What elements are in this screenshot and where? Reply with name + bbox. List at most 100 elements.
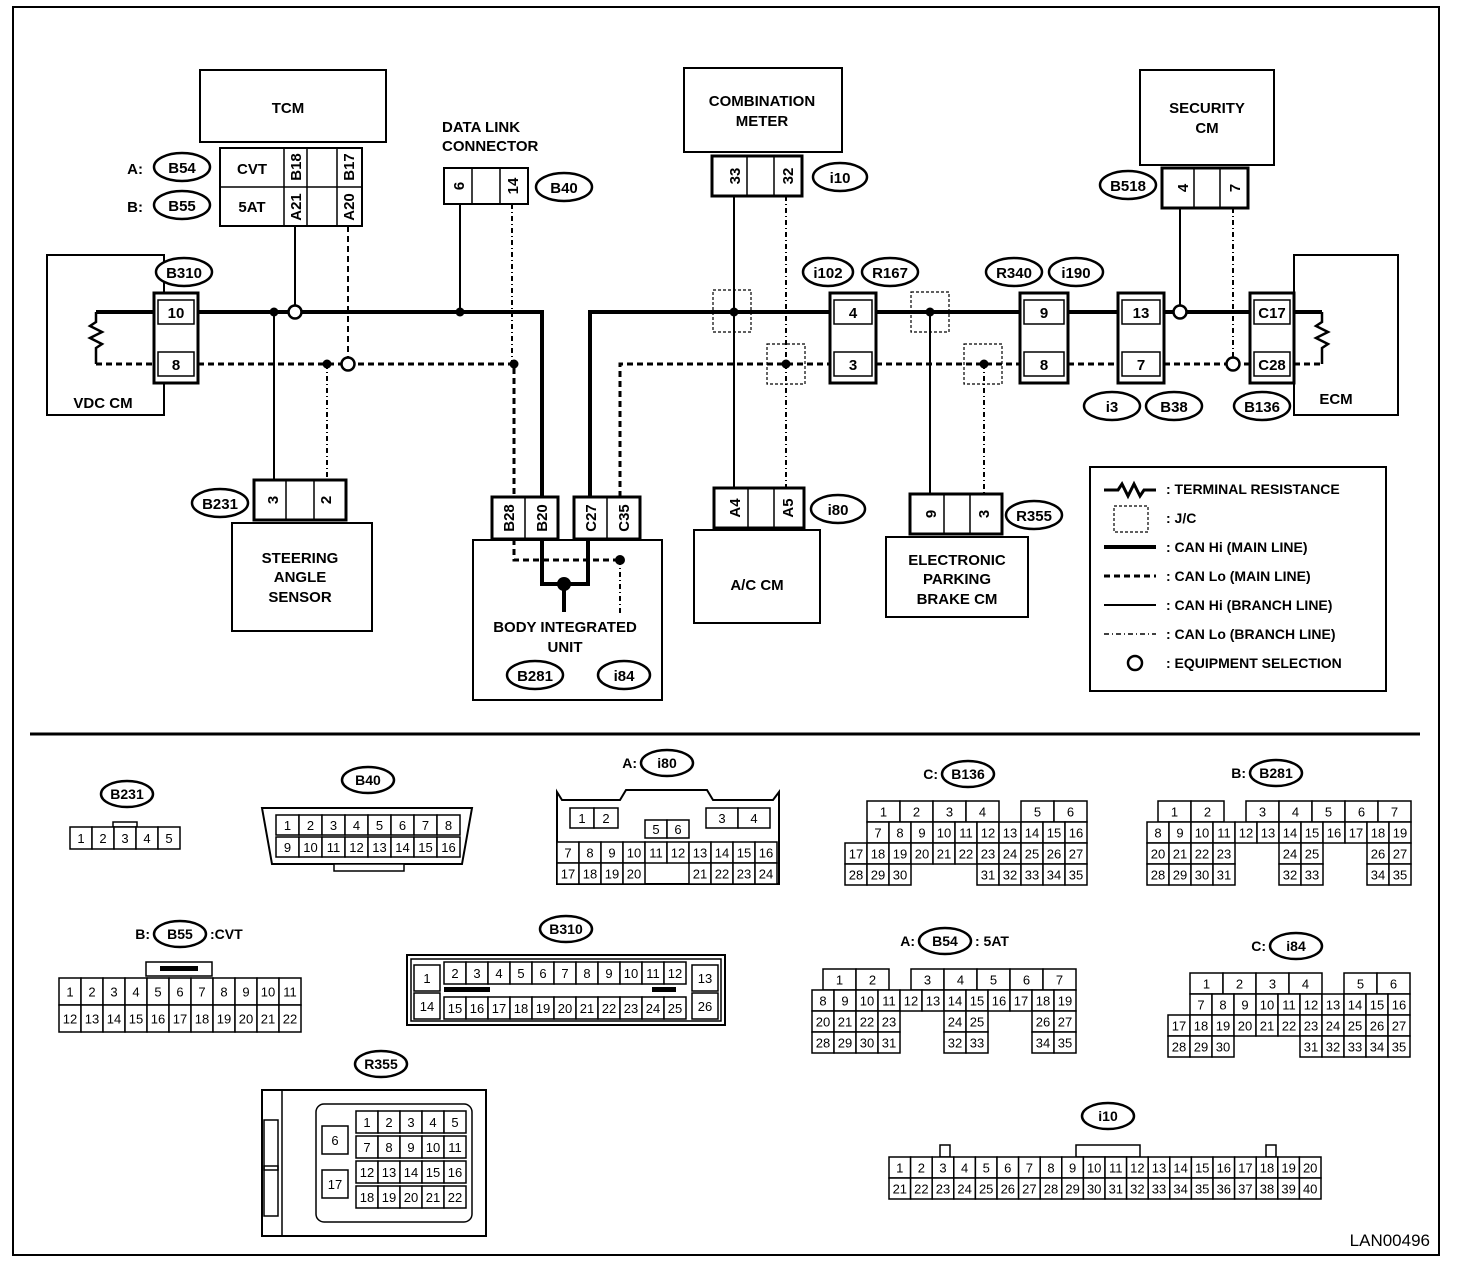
j3-conn-b38: B38 [1160, 399, 1188, 416]
view-b54-pin-33-label: 33 [970, 1036, 984, 1051]
view-b54-pin-8-label: 8 [819, 994, 826, 1009]
view-b54-pin-1-label: 1 [836, 973, 843, 988]
combination-meter-box [683, 67, 843, 153]
tcm-type-cvt: CVT [237, 161, 267, 178]
view-b281-pin-32-label: 32 [1283, 868, 1297, 883]
view-b310-badge [538, 914, 594, 944]
view-i10-pin-6-label: 6 [1004, 1161, 1011, 1176]
view-b310-pin-26-cell [691, 992, 719, 1020]
tcm-pin-a20: A20 [341, 193, 358, 221]
view-r355-pin-11-label: 11 [448, 1140, 462, 1155]
meter-pin-33: 33 [727, 168, 744, 185]
view-r355-pin-12-label: 12 [360, 1165, 374, 1180]
view-b55-pin-18-label: 18 [195, 1012, 209, 1027]
view-b54-pin-10-label: 10 [860, 994, 874, 1009]
security-connector [1160, 166, 1250, 210]
view-b281-pin-23-label: 23 [1217, 847, 1231, 862]
view-i80-pin-13-label: 13 [693, 846, 707, 861]
view-b310-pin-11-label: 11 [646, 966, 660, 981]
view-i84-pin-28-label: 28 [1172, 1040, 1186, 1055]
view-i80-pin-6-cell [666, 819, 690, 839]
view-b55-pin-5-label: 5 [154, 985, 161, 1000]
view-i84-pin-9-label: 9 [1241, 998, 1248, 1013]
view-i84-prefix: C: [1251, 938, 1266, 954]
view-b281-pin-16-label: 16 [1327, 826, 1341, 841]
ac-conn-id: i80 [828, 502, 849, 519]
view-b40-pin-14-label: 14 [395, 840, 409, 855]
view-b54-id: B54 [932, 933, 958, 949]
view-r355-pin-18-label: 18 [360, 1190, 374, 1205]
view-i80-pin-2-label: 2 [602, 811, 609, 826]
view-b310-pin-24-label: 24 [646, 1001, 660, 1016]
view-b40-pin-12-label: 12 [349, 840, 363, 855]
view-i84-pin-31-label: 31 [1304, 1040, 1318, 1055]
view-i84-pin-30-cell [1211, 1035, 1235, 1058]
view-b40-pin-4-label: 4 [353, 818, 360, 833]
view-b136-pin-6-label: 6 [1067, 805, 1074, 820]
view-i84-pin-20-label: 20 [1238, 1019, 1252, 1034]
view-r355-pin-8-label: 8 [385, 1140, 392, 1155]
view-b40-pin-5-label: 5 [376, 818, 383, 833]
tcm-conn-b55: B55 [168, 198, 196, 215]
view-i80-pin-10-label: 10 [627, 846, 641, 861]
view-b136-pin-18-label: 18 [871, 847, 885, 862]
view-b136-pin-22-label: 22 [959, 847, 973, 862]
view-i84-pin-33-label: 33 [1348, 1040, 1362, 1055]
dlc-connector [443, 167, 529, 205]
view-i10-pin-13-label: 13 [1152, 1161, 1166, 1176]
diagram-code: LAN00496 [1350, 1231, 1430, 1250]
view-b54-pin-27-label: 27 [1058, 1015, 1072, 1030]
view-b54-pin-23-label: 23 [882, 1015, 896, 1030]
view-b54-pin-32-label: 32 [948, 1036, 962, 1051]
view-b281-pin-35-label: 35 [1393, 868, 1407, 883]
epb-conn-id: R355 [1016, 508, 1052, 525]
ecm-pin-c28: C28 [1258, 357, 1286, 374]
view-i10-pin-27-label: 27 [1022, 1182, 1036, 1197]
view-i80-pin-15-label: 15 [737, 846, 751, 861]
view-b281-pin-26-label: 26 [1371, 847, 1385, 862]
view-b54-pin-24-label: 24 [948, 1015, 962, 1030]
view-i10-pin-29-label: 29 [1065, 1182, 1079, 1197]
view-i80-pin-1-label: 1 [578, 811, 585, 826]
view-r355-pin-6-label: 6 [331, 1133, 338, 1148]
legend: : TERMINAL RESISTANCE : J/C : CAN Hi (MA… [1089, 466, 1387, 692]
vdc-cm-label: VDC CM [73, 395, 132, 412]
view-b281-prefix: B: [1231, 765, 1246, 781]
meter-pin-32: 32 [780, 168, 797, 185]
can-lo-main-line-left [198, 362, 516, 497]
view-b54-suffix: : 5AT [975, 933, 1009, 949]
view-b136-pin-7-label: 7 [874, 826, 881, 841]
security-pin-7: 7 [1227, 184, 1244, 192]
view-b310-pin-6-label: 6 [539, 966, 546, 981]
view-b310-pin-14-cell [413, 992, 441, 1020]
view-i84-pin-24-label: 24 [1326, 1019, 1340, 1034]
view-b281-pin-24-label: 24 [1283, 847, 1297, 862]
view-b54-pin-26-label: 26 [1036, 1015, 1050, 1030]
view-b281-pin-1-label: 1 [1171, 805, 1178, 820]
view-b310-pin-25-label: 25 [668, 1001, 682, 1016]
view-b54-pin-34-label: 34 [1036, 1036, 1050, 1051]
view-b281-pin-33-cell [1300, 863, 1324, 886]
ac-cm-box [693, 529, 821, 624]
view-i84-pin-11-label: 11 [1282, 998, 1296, 1013]
view-i84-pin-15-label: 15 [1370, 998, 1384, 1013]
view-i10-badge [1080, 1101, 1136, 1131]
view-i10-pin-5-label: 5 [983, 1161, 990, 1176]
tcm-type-5at: 5AT [238, 199, 265, 216]
view-r355-pin-17-label: 17 [328, 1177, 342, 1192]
view-b136-pin-31-label: 31 [981, 868, 995, 883]
steering-pin-3: 3 [265, 496, 282, 504]
view-b281-pin-11-label: 11 [1217, 826, 1231, 841]
view-i10-pin-39-label: 39 [1281, 1182, 1295, 1197]
view-b40-pin-3-label: 3 [330, 818, 337, 833]
view-i10-pin-20-label: 20 [1303, 1161, 1317, 1176]
view-i80-pin-24-cell [754, 862, 778, 885]
dlc-pin-6: 6 [451, 182, 468, 190]
view-r355-pin-22-label: 22 [448, 1190, 462, 1205]
view-i84-pin-13-label: 13 [1326, 998, 1340, 1013]
view-i10-pin-38-label: 38 [1260, 1182, 1274, 1197]
view-i80-pin-6-label: 6 [674, 822, 681, 837]
view-i84-pin-18-label: 18 [1194, 1019, 1208, 1034]
j1-conn-r167: R167 [872, 265, 908, 282]
